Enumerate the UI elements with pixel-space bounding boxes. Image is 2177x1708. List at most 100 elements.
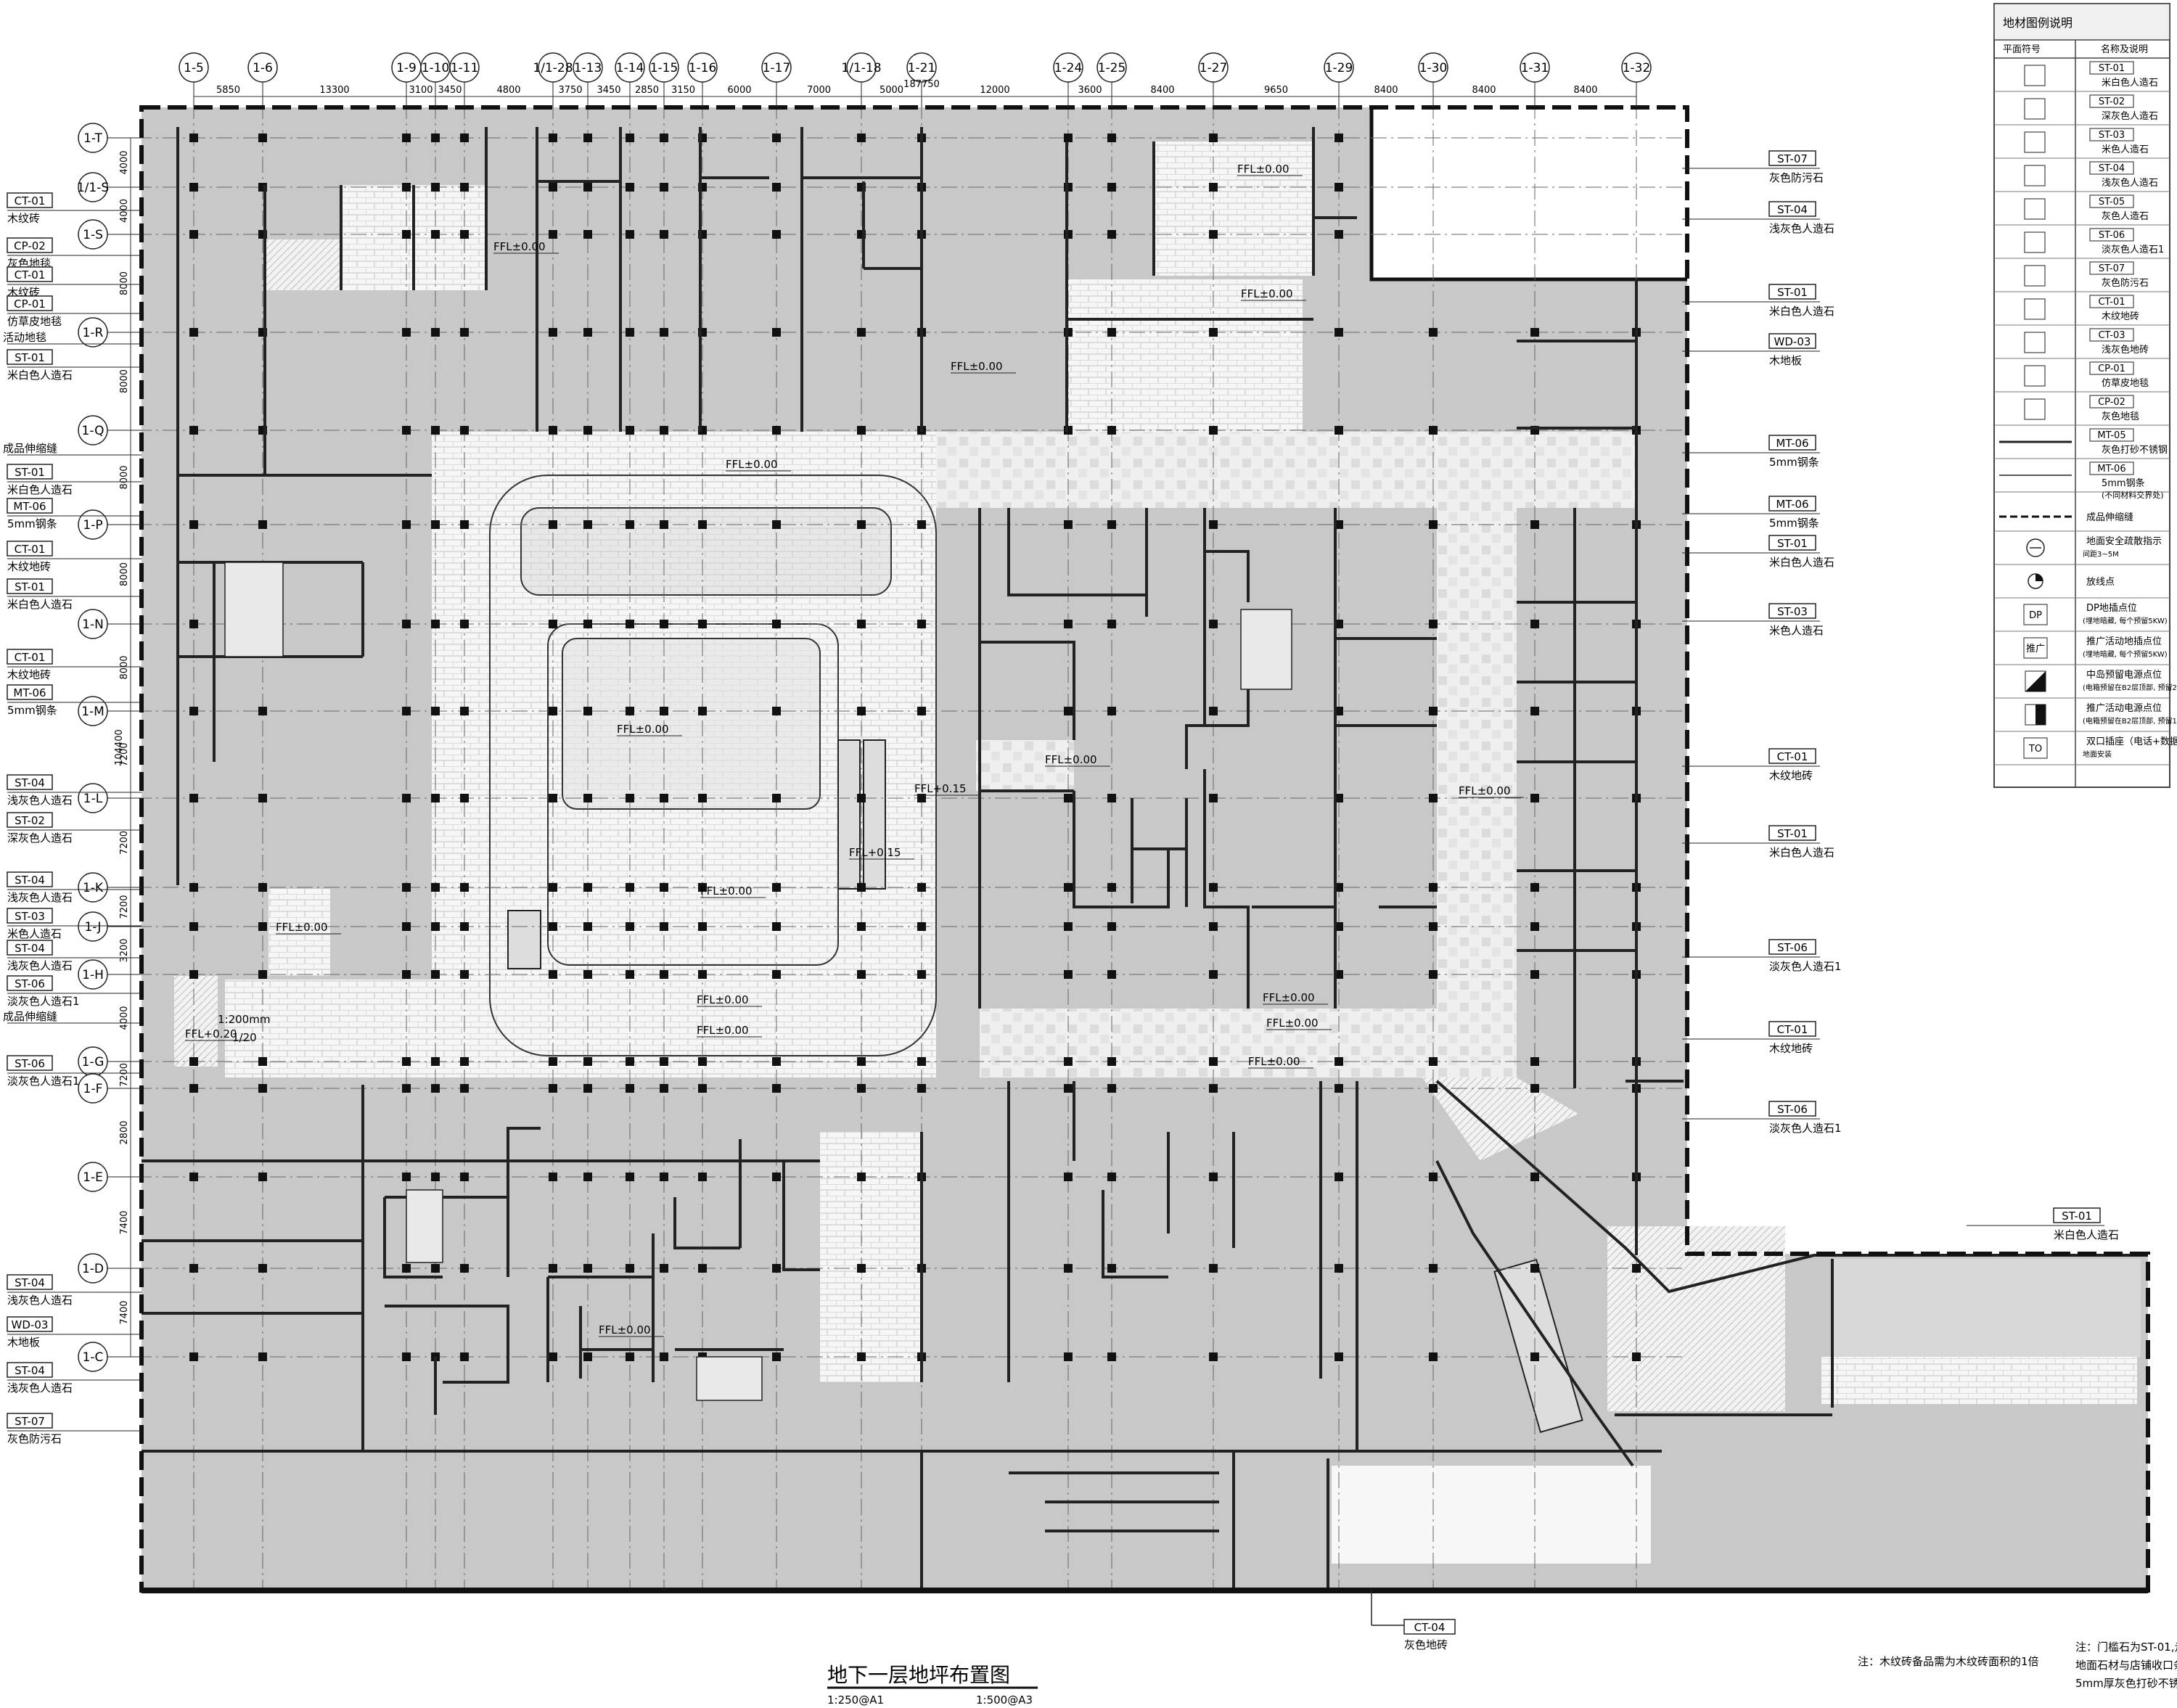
structural-column (549, 426, 557, 435)
structural-column (660, 794, 668, 802)
legend-symbol-name: 双口插座（电话+数据） (2086, 736, 2177, 747)
structural-column (698, 794, 707, 802)
structural-column (1064, 707, 1073, 715)
legend-name: 淡灰色人造石1 (2102, 244, 2164, 255)
left-tag-desc: 淡灰色人造石1 (7, 1075, 80, 1088)
structural-column (1209, 620, 1218, 628)
structural-column (583, 1057, 592, 1066)
structural-column (460, 970, 469, 979)
left-tag: 成品伸缩缝 (3, 442, 142, 456)
structural-column (1064, 620, 1073, 628)
ffl-text: FFL±0.00 (1045, 753, 1097, 766)
structural-column (1107, 1352, 1116, 1361)
structural-column (402, 230, 411, 239)
structural-column (258, 707, 267, 715)
grid-row-label: 1-Q (82, 424, 104, 438)
right-tag-desc: 米白色人造石 (1769, 846, 1834, 859)
structural-column (660, 520, 668, 529)
ffl-text: FFL±0.00 (697, 993, 749, 1006)
structural-column (917, 520, 926, 529)
grid-col-label: 1-16 (689, 61, 717, 75)
structural-column (626, 134, 634, 142)
structural-column (258, 922, 267, 931)
structural-column (549, 520, 557, 529)
ffl-text: FFL±0.00 (617, 723, 669, 736)
structural-column (1209, 794, 1218, 802)
legend-swatch (2024, 365, 2046, 387)
structural-column (583, 134, 592, 142)
ffl-label: FFL±0.00 (599, 1323, 664, 1337)
ffl-label: FFL+0.15 (914, 782, 980, 796)
grid-bubble-col: 1-17 (761, 52, 792, 107)
ffl-text: FFL±0.00 (493, 240, 546, 253)
structural-column (1107, 1057, 1116, 1066)
structural-column (402, 1173, 411, 1181)
left-tag-desc: 浅灰色人造石 (7, 794, 73, 807)
dim-top: 8400 (1374, 85, 1398, 96)
grid-col-label: 1-15 (650, 61, 678, 75)
legend-code: MT-06 (2097, 464, 2125, 475)
structural-column (583, 970, 592, 979)
dim-left: 7200 (119, 831, 130, 855)
structural-column (660, 328, 668, 337)
ffl-text: FFL±0.00 (599, 1323, 651, 1337)
structural-column (189, 183, 198, 192)
structural-column (1107, 520, 1116, 529)
structural-column (1209, 1173, 1218, 1181)
grid-bubble-col: 1-16 (687, 52, 718, 107)
dim-top: 5000 (880, 85, 903, 96)
structural-column (857, 794, 866, 802)
structural-column (1530, 883, 1539, 892)
structural-column (549, 794, 557, 802)
legend-swatch (2024, 65, 2046, 86)
left-tag-code: ST-03 (15, 910, 45, 923)
left-tag-code: ST-07 (15, 1415, 45, 1428)
structural-column (1064, 1084, 1073, 1093)
structural-column (1107, 1173, 1116, 1181)
structural-column (1335, 183, 1343, 192)
grid-col-label: 1-6 (253, 61, 273, 75)
left-tag-desc: 成品伸缩缝 (3, 442, 57, 455)
structural-column (460, 707, 469, 715)
dim-top: 6000 (727, 85, 751, 96)
structural-column (1107, 183, 1116, 192)
legend-name: 灰色地毯 (2102, 411, 2139, 422)
structural-column (549, 134, 557, 142)
legend-symbol-row: 推广活动电源点位(电箱预留在B2层顶部, 预留10KW) (1994, 703, 2177, 732)
structural-column (583, 426, 592, 435)
note-threshold-line-3: 5mm厚灰色打砂不锈钢。 (2075, 1677, 2177, 1690)
drawing-title: 地下一层地坪布置图 (827, 1663, 1010, 1687)
grid-col-label: 1-24 (1054, 61, 1083, 75)
left-tag-code: ST-06 (15, 1057, 45, 1070)
ffl-text: FFL±0.00 (1263, 991, 1315, 1004)
structural-column (258, 1057, 267, 1066)
legend-code: ST-07 (2099, 263, 2125, 274)
legend-name: 灰色防污石 (2102, 277, 2149, 289)
structural-column (1530, 707, 1539, 715)
structural-column (460, 1264, 469, 1273)
grid-row-label: 1-R (83, 326, 104, 340)
structural-column (258, 1264, 267, 1273)
structural-column (1107, 134, 1116, 142)
structural-column (258, 794, 267, 802)
structural-column (1530, 794, 1539, 802)
right-tag-code: ST-04 (1777, 203, 1808, 216)
right-tag-code: WD-03 (1774, 335, 1811, 348)
structural-column (772, 620, 781, 628)
structural-column (1530, 1173, 1539, 1181)
structural-column (431, 183, 440, 192)
structural-column (1209, 134, 1218, 142)
slope-notes: 1:200mm 1/20 (218, 1013, 270, 1044)
grid-row-label: 1-N (82, 617, 104, 632)
grid-col-label: 1-21 (908, 61, 936, 75)
structural-column (857, 520, 866, 529)
structural-column (626, 230, 634, 239)
ffl-label: FFL±0.00 (1241, 287, 1306, 301)
